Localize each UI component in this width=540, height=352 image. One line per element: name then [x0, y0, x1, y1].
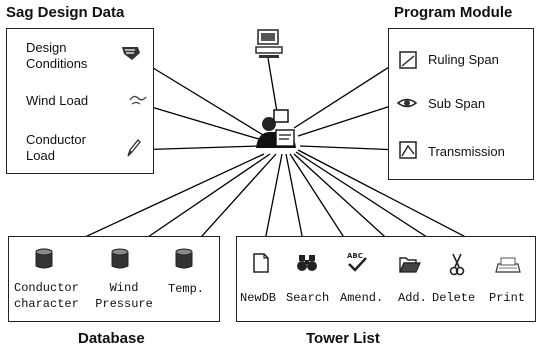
delete-button[interactable]: Delete: [432, 291, 476, 305]
temp-label: Temp.: [168, 282, 205, 296]
database-title: Database: [78, 330, 145, 347]
wind-pressure-line1: Wind: [109, 281, 139, 295]
sub-span-label: Sub Span: [428, 96, 486, 111]
connector-design-conditions: [139, 59, 269, 139]
spellcheck-icon[interactable]: ABC: [346, 250, 368, 279]
transmission-icon[interactable]: [398, 140, 418, 165]
folder-open-icon[interactable]: [398, 254, 422, 279]
wind-pressure-label: Wind Pressure: [94, 280, 154, 312]
program-module-title: Program Module: [394, 4, 513, 21]
svg-text:ABC: ABC: [347, 252, 363, 260]
wind-icon[interactable]: [128, 92, 148, 113]
conductor-character-label: Conductor character: [14, 280, 79, 312]
connector-sub-span: [297, 102, 401, 137]
design-conditions-label: Design Conditions: [26, 40, 87, 72]
database-cylinder-icon[interactable]: [34, 248, 54, 275]
conductor-load-line2: Load: [26, 148, 55, 163]
design-conditions-icon[interactable]: [120, 44, 142, 69]
printer-icon[interactable]: [494, 256, 522, 281]
ruling-span-icon[interactable]: [398, 50, 418, 75]
design-conditions-line2: Conditions: [26, 56, 88, 71]
sag-design-data-title: Sag Design Data: [6, 4, 125, 21]
wind-load-label: Wind Load: [26, 93, 89, 108]
tower-list-panel: [236, 236, 536, 322]
document-icon[interactable]: [252, 252, 270, 279]
conductor-character-line1: Conductor: [14, 281, 79, 295]
connector-ruling-span: [293, 59, 401, 129]
print-button[interactable]: Print: [489, 291, 526, 305]
connector-transmission: [299, 145, 401, 151]
user-hub-icon[interactable]: [254, 108, 302, 161]
add-button[interactable]: Add.: [398, 291, 427, 305]
newdb-button[interactable]: NewDB: [240, 291, 277, 305]
sub-span-icon[interactable]: [396, 94, 418, 117]
ruling-span-label: Ruling Span: [428, 52, 499, 67]
conductor-character-line2: character: [14, 297, 79, 311]
database-cylinder-icon[interactable]: [174, 248, 194, 275]
amend-button[interactable]: Amend.: [340, 291, 384, 305]
database-cylinder-icon[interactable]: [110, 248, 130, 275]
design-conditions-line1: Design: [26, 40, 67, 55]
connector-wind-load: [137, 102, 263, 141]
conductor-load-label: Conductor Load: [26, 132, 86, 164]
computer-icon[interactable]: [254, 28, 284, 65]
transmission-label: Transmission: [428, 144, 505, 159]
connector-computer: [267, 57, 279, 119]
pencil-icon[interactable]: [124, 138, 142, 163]
tower-list-title: Tower List: [306, 330, 380, 347]
wind-pressure-line2: Pressure: [95, 297, 153, 311]
binoculars-icon[interactable]: [296, 252, 318, 277]
conductor-load-line1: Conductor: [26, 132, 86, 147]
search-button[interactable]: Search: [286, 291, 330, 305]
scissors-icon[interactable]: [448, 252, 466, 281]
